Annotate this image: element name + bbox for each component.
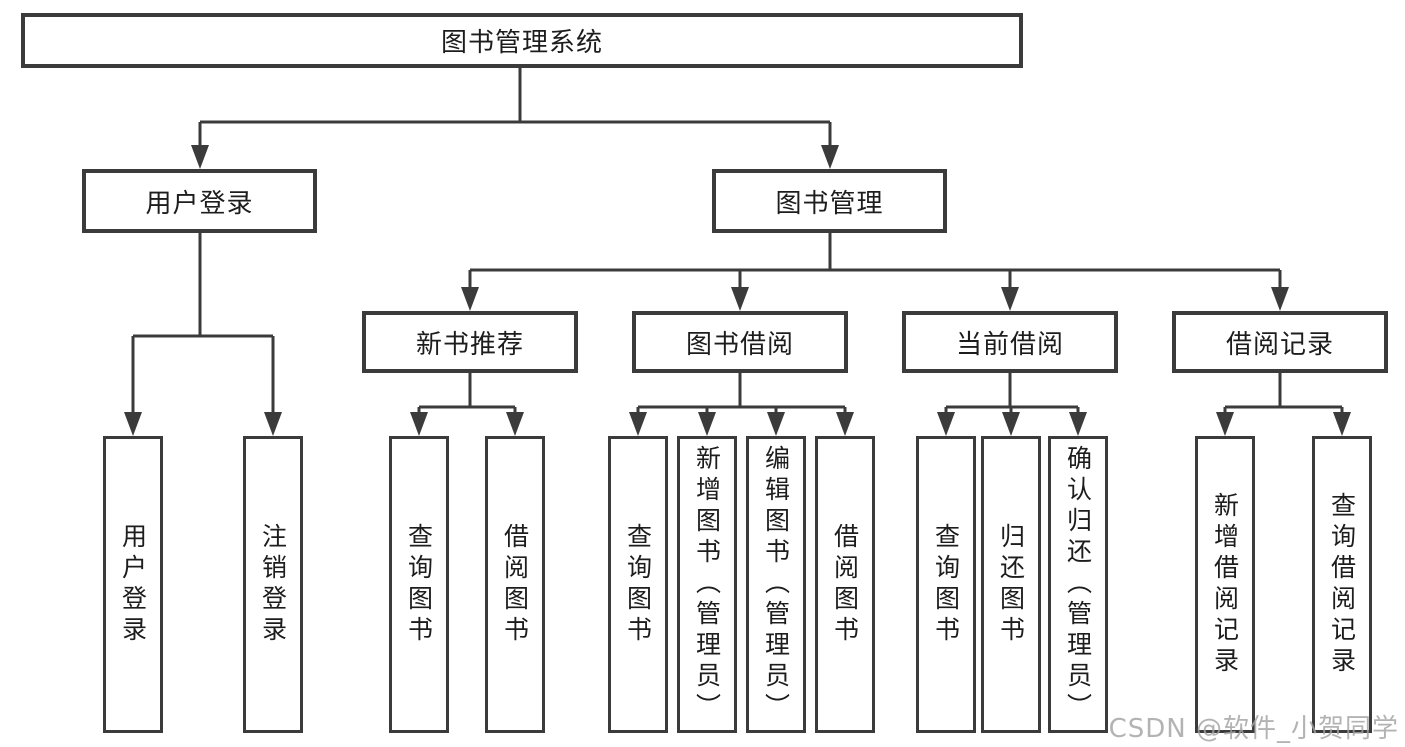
node-book-management: 图书管理 [712, 169, 947, 233]
arrowheads [124, 145, 1351, 436]
leaf-return-books: 归还图书 [981, 436, 1041, 733]
leaf-query-borrow-record: 查询借阅记录 [1312, 436, 1372, 733]
node-current-borrowing: 当前借阅 [902, 311, 1118, 373]
node-user-login: 用户登录 [82, 169, 317, 233]
node-system-root: 图书管理系统 [21, 13, 1023, 68]
leaf-borrow-books-borrowing: 借阅图书 [815, 436, 875, 733]
leaf-logout: 注销登录 [243, 436, 303, 733]
leaf-query-books-recommend: 查询图书 [389, 436, 449, 733]
node-book-borrowing: 图书借阅 [632, 311, 848, 373]
leaf-borrow-books-recommend: 借阅图书 [485, 436, 545, 733]
leaf-query-books-borrowing: 查询图书 [608, 436, 668, 733]
leaf-add-borrow-record: 新增借阅记录 [1195, 436, 1255, 733]
leaf-user-login: 用户登录 [103, 436, 163, 733]
node-new-book-recommend: 新书推荐 [362, 311, 578, 373]
watermark: CSDN @软件_小贺同学 [1108, 714, 1399, 744]
leaf-edit-books-admin: 编辑图书（管理员） [746, 436, 806, 733]
leaf-add-books-admin: 新增图书（管理员） [677, 436, 737, 733]
leaf-confirm-return-admin: 确认归还（管理员） [1048, 436, 1108, 733]
leaf-query-books-current: 查询图书 [916, 436, 976, 733]
node-borrowing-records: 借阅记录 [1172, 311, 1388, 373]
